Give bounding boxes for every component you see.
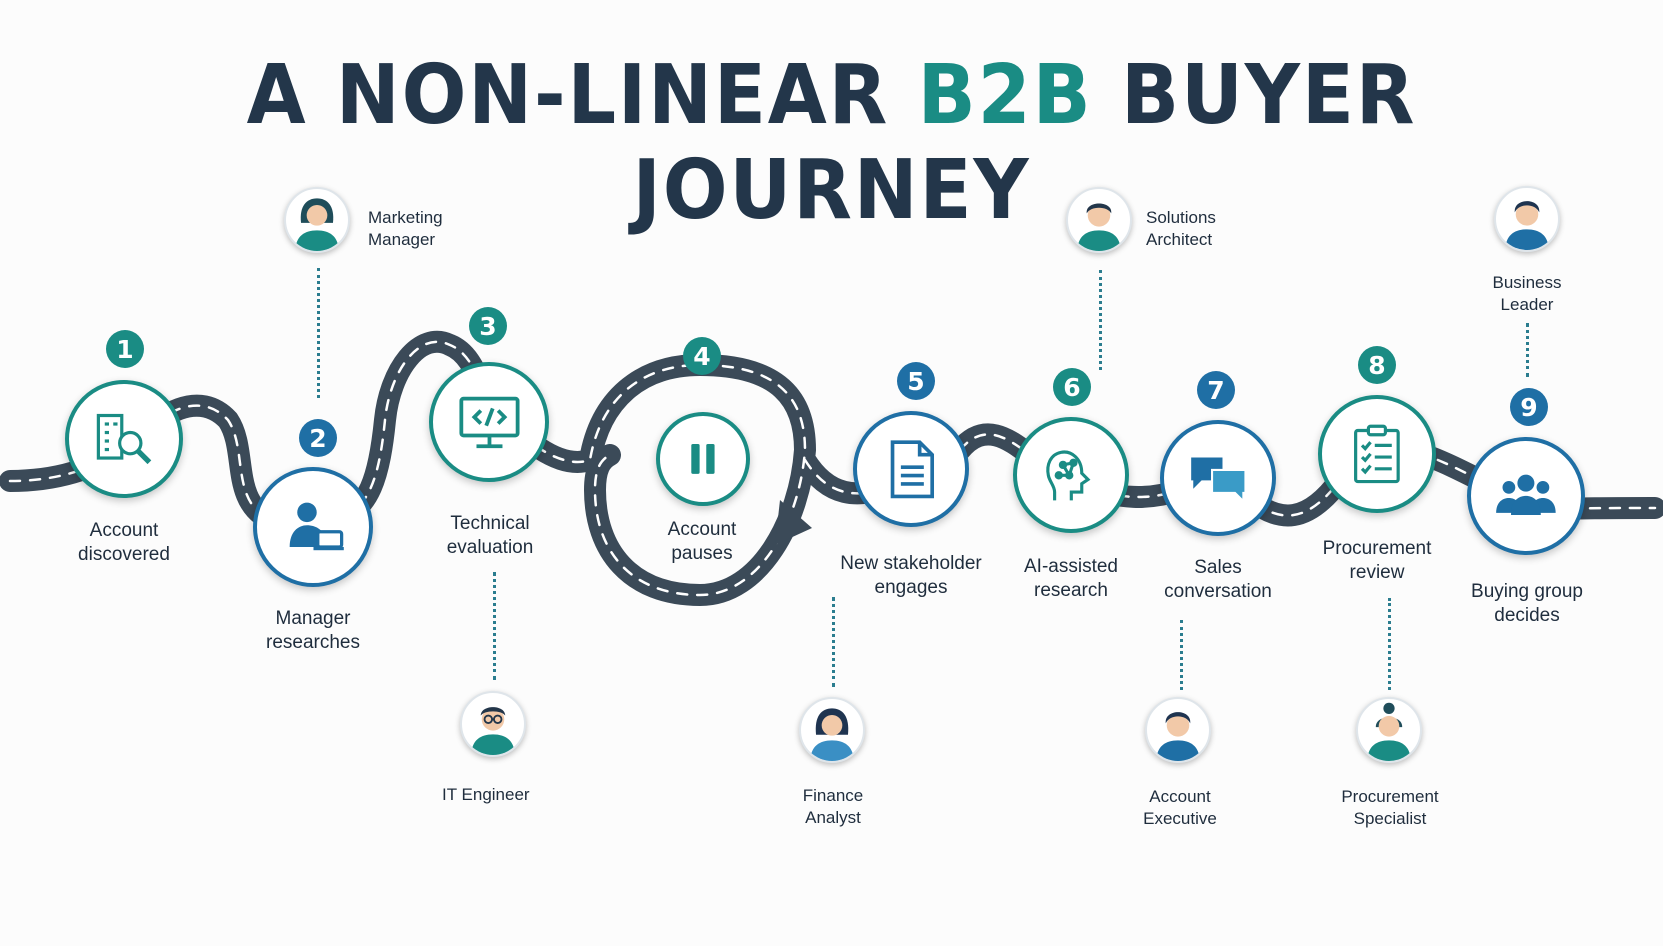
step-badge-7: 7: [1197, 371, 1235, 409]
pause-icon: [691, 444, 715, 474]
persona-label-marketing-manager: Marketing Manager: [368, 208, 443, 249]
step-label-7: Sales conversation: [1164, 557, 1272, 602]
avatar-finance-analyst: [799, 697, 865, 763]
connector-dots: [1180, 620, 1183, 690]
clipboard-checklist-icon: [1354, 424, 1400, 484]
document-icon: [890, 440, 934, 498]
loop-arrowhead: [775, 500, 812, 545]
persona-label-account-executive: Account Executive: [1143, 787, 1217, 828]
persona-label-solutions-architect: Solutions Architect: [1146, 208, 1216, 249]
step-badge-2: 2: [299, 419, 337, 457]
step-badge-6: 6: [1053, 368, 1091, 406]
step-badge-4: 4: [683, 337, 721, 375]
man-avatar-icon: [1156, 712, 1200, 761]
step-node-new-stakeholder: [853, 411, 969, 527]
step-node-buying-group: [1467, 437, 1585, 555]
chat-bubbles-icon: [1190, 457, 1247, 504]
avatar-procurement-specialist: [1356, 697, 1422, 763]
step-badge-1: 1: [106, 330, 144, 368]
connector-dots: [1099, 270, 1102, 370]
man-glasses-avatar-icon: [471, 707, 515, 755]
laptop-user-icon: [289, 502, 344, 550]
title-text: A NON-LINEAR: [246, 48, 918, 143]
avatar-business-leader: [1494, 186, 1560, 252]
avatar-marketing-manager: [284, 187, 350, 253]
step-badge-5: 5: [897, 362, 935, 400]
code-monitor-icon: [458, 396, 520, 448]
step-label-1: Account discovered: [78, 520, 170, 565]
step-node-ai-research: [1013, 417, 1129, 533]
persona-label-business-leader: Business Leader: [1492, 273, 1562, 314]
step-node-procurement-review: [1318, 395, 1436, 513]
step-node-sales-conversation: [1160, 420, 1276, 536]
step-badge-3: 3: [469, 307, 507, 345]
step-node-account-discovered: [65, 380, 183, 498]
ai-head-icon: [1045, 450, 1091, 501]
avatar-account-executive: [1145, 697, 1211, 763]
step-label-6: AI-assisted research: [1024, 556, 1118, 601]
group-icon: [1496, 474, 1556, 516]
step-node-account-pauses: [656, 412, 750, 506]
title-text-end: BUYER JOURNEY: [632, 48, 1417, 238]
building-search-icon: [96, 414, 152, 465]
step-label-9: Buying group decides: [1471, 581, 1583, 626]
woman-bun-avatar-icon: [1367, 702, 1411, 761]
man-avatar-icon: [1505, 201, 1549, 250]
step-label-8: Procurement review: [1322, 538, 1432, 583]
title-accent: B2B: [917, 48, 1093, 143]
step-node-technical-evaluation: [429, 362, 549, 482]
persona-label-finance-analyst: Finance Analyst: [802, 786, 864, 827]
connector-dots: [1388, 598, 1391, 690]
step-badge-8: 8: [1358, 346, 1396, 384]
woman-avatar-icon: [295, 198, 339, 251]
step-label-2: Manager researches: [266, 608, 360, 653]
avatar-solutions-architect: [1066, 187, 1132, 253]
step-label-3: Technical evaluation: [446, 513, 534, 558]
man-avatar-icon: [1077, 203, 1121, 251]
connector-dots: [1526, 323, 1529, 377]
connector-dots: [317, 268, 320, 398]
step-node-manager-researches: [253, 467, 373, 587]
step-label-4: Account pauses: [667, 519, 737, 564]
persona-label-it-engineer: IT Engineer: [442, 785, 530, 804]
avatar-it-engineer: [460, 691, 526, 757]
woman-avatar-icon: [810, 708, 854, 761]
step-label-5: New stakeholder engages: [840, 553, 982, 598]
connector-dots: [832, 597, 835, 687]
connector-dots: [493, 572, 496, 680]
page-title: A NON-LINEAR B2B BUYER JOURNEY: [58, 48, 1605, 238]
persona-label-procurement-specialist: Procurement Specialist: [1341, 787, 1439, 828]
step-badge-9: 9: [1510, 388, 1548, 426]
